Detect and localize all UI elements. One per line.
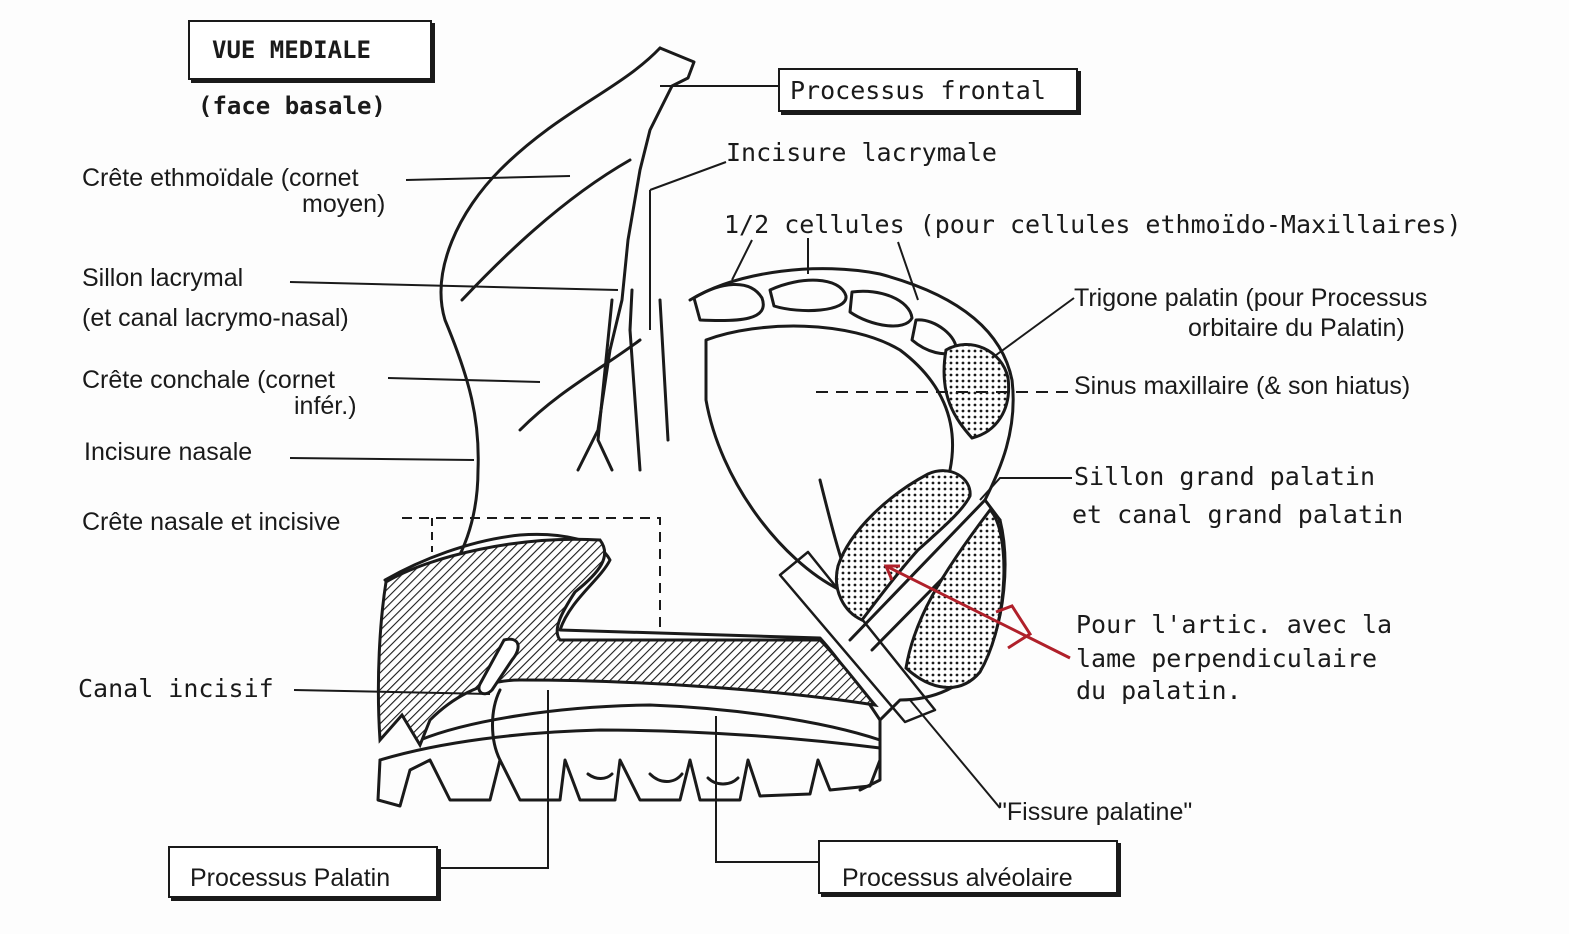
leader-alveolaire: [715, 716, 820, 863]
leader-trigone: [991, 297, 1075, 359]
articulation-arrow: [883, 564, 1071, 660]
title-text: VUE MEDIALE: [212, 36, 371, 64]
palatine-process-hatched: [376, 537, 879, 749]
label-box-processus-palatin: Processus Palatin: [168, 846, 438, 898]
ethmoid-cells: [692, 283, 765, 323]
leader-crete-conchale: [387, 377, 541, 383]
label-processus-palatin: Processus Palatin: [190, 864, 391, 892]
label-sillon-lacrymal-1: Sillon lacrymal: [82, 264, 244, 292]
leader-sillon-lacrymal: [289, 281, 619, 291]
title-box: VUE MEDIALE: [188, 20, 432, 80]
label-cellules: 1/2 cellules (pour cellules ethmoïdo-Max…: [724, 210, 1462, 239]
frontal-process-outline: [576, 46, 696, 472]
label-sillon-gp-1: Sillon grand palatin: [1074, 462, 1376, 491]
label-canal-incisif: Canal incisif: [78, 674, 274, 703]
leader-sillon-gp: [979, 477, 1072, 501]
label-crete-nasale: Crête nasale et incisive: [82, 508, 341, 536]
label-processus-frontal: Processus frontal: [790, 76, 1046, 105]
label-processus-alveolaire: Processus alvéolaire: [842, 864, 1073, 892]
label-crete-ethmoidale-2: moyen): [302, 190, 386, 218]
label-crete-conchale-1: Crête conchale (cornet: [82, 366, 335, 394]
label-artic-1: Pour l'artic. avec la: [1076, 610, 1393, 639]
palatine-fissure-strip: [778, 550, 937, 724]
label-sillon-gp-2: et canal grand palatin: [1072, 500, 1404, 529]
leader-crete-nasale: [402, 517, 661, 630]
leader-palatin: [436, 690, 549, 869]
teeth-row: [376, 758, 882, 808]
label-crete-conchale-2: infér.): [294, 392, 357, 420]
label-trigone-2: orbitaire du Palatin): [1188, 314, 1405, 342]
label-fissure: "Fissure palatine": [998, 798, 1193, 826]
frontal-process-inner-line: [460, 158, 632, 302]
label-sinus: Sinus maxillaire (& son hiatus): [1074, 372, 1411, 400]
incisive-canal: [477, 637, 520, 696]
label-trigone-1: Trigone palatin (pour Processus: [1074, 284, 1428, 312]
leader-canal-incisif: [293, 689, 491, 695]
leader-incisure-nasale: [289, 457, 475, 461]
label-incisure-lacrymale: Incisure lacrymale: [726, 138, 997, 167]
label-box-processus-frontal: Processus frontal: [778, 68, 1078, 112]
leader-crete-ethmoidale: [405, 175, 571, 181]
frontal-process-anterior: [438, 46, 662, 587]
perpendicular-plate-dotted-1: [835, 469, 972, 622]
leader-cellules: [731, 238, 919, 301]
medial-wall-line: [518, 338, 642, 432]
label-box-processus-alveolaire: Processus alvéolaire: [818, 840, 1118, 894]
label-crete-ethmoidale-1: Crête ethmoïdale (cornet: [82, 164, 359, 192]
subtitle: (face basale): [198, 92, 386, 120]
label-artic-3: du palatin.: [1076, 676, 1242, 705]
leader-incisure-lacrymale: [649, 161, 727, 330]
label-artic-2: lame perpendiculaire: [1076, 644, 1378, 673]
leader-fissure: [909, 699, 1001, 809]
lacrimal-groove: [596, 288, 642, 472]
label-sillon-lacrymal-2: (et canal lacrymo-nasal): [82, 304, 349, 332]
label-incisure-nasale: Incisure nasale: [84, 438, 253, 466]
perpendicular-plate-dotted-2: [904, 507, 1006, 689]
